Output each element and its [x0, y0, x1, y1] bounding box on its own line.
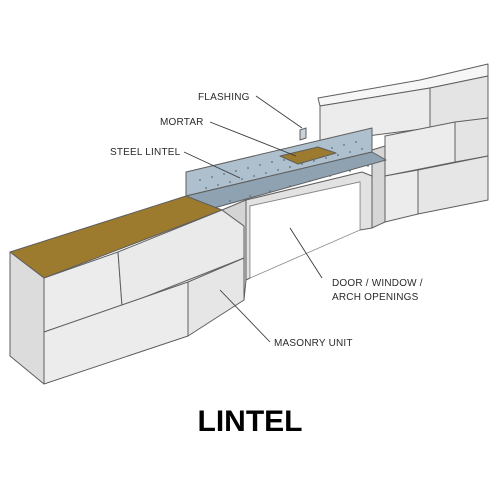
mortar-label: MORTAR	[160, 117, 204, 128]
masonry-unit-label: MASONRY UNIT	[274, 338, 353, 349]
left-masonry-wall	[9, 195, 247, 385]
right-pier-low-block-1	[384, 169, 419, 223]
flashing-strip	[299, 127, 307, 141]
steel-lintel-leader	[183, 151, 241, 179]
right-pier-low-block-2	[417, 155, 489, 215]
steel-lintel	[185, 127, 387, 209]
flashing-leader	[255, 95, 303, 129]
right-masonry-pier	[317, 63, 489, 229]
opening-label-line1: DOOR / WINDOW /	[332, 278, 423, 289]
left-wall-jamb-face	[221, 199, 247, 301]
steel-lintel-label: STEEL LINTEL	[110, 147, 181, 158]
opening-label-line2: ARCH OPENINGS	[332, 292, 419, 303]
mortar-leader	[209, 121, 297, 157]
flashing-label: FLASHING	[198, 92, 250, 103]
opening-leader	[289, 227, 323, 279]
diagram-title: LINTEL	[197, 405, 303, 438]
right-pier-mid-block-2	[454, 117, 489, 163]
masonry-unit-leader	[219, 289, 271, 343]
mortar-bed	[279, 146, 337, 165]
opening-void	[249, 181, 361, 279]
